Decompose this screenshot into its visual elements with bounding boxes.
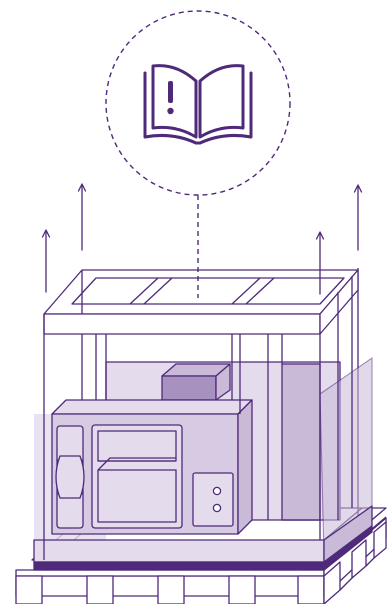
control-panel [193, 473, 233, 526]
exclamation-icon [167, 81, 173, 114]
open-book-icon [145, 66, 251, 143]
control-knob [213, 487, 220, 494]
up-arrow-icon [79, 184, 86, 250]
machine-front [52, 400, 252, 534]
machine-side-body [238, 400, 252, 534]
up-arrow-icon [43, 230, 50, 292]
up-arrow-icon [355, 185, 362, 250]
up-arrow-icon [317, 232, 324, 294]
handle-grip [56, 456, 84, 498]
crate-base-front [34, 540, 324, 562]
crate-base-band [34, 562, 324, 570]
control-knob [213, 504, 220, 511]
machine-right-panel [282, 364, 320, 520]
crate-front-beam [44, 314, 320, 334]
manual-callout [106, 11, 290, 298]
machine-top-box-front [162, 376, 216, 400]
crate-top-frame [44, 270, 358, 314]
machine-top-surface [52, 400, 252, 414]
callout-dashed-circle [106, 11, 290, 195]
